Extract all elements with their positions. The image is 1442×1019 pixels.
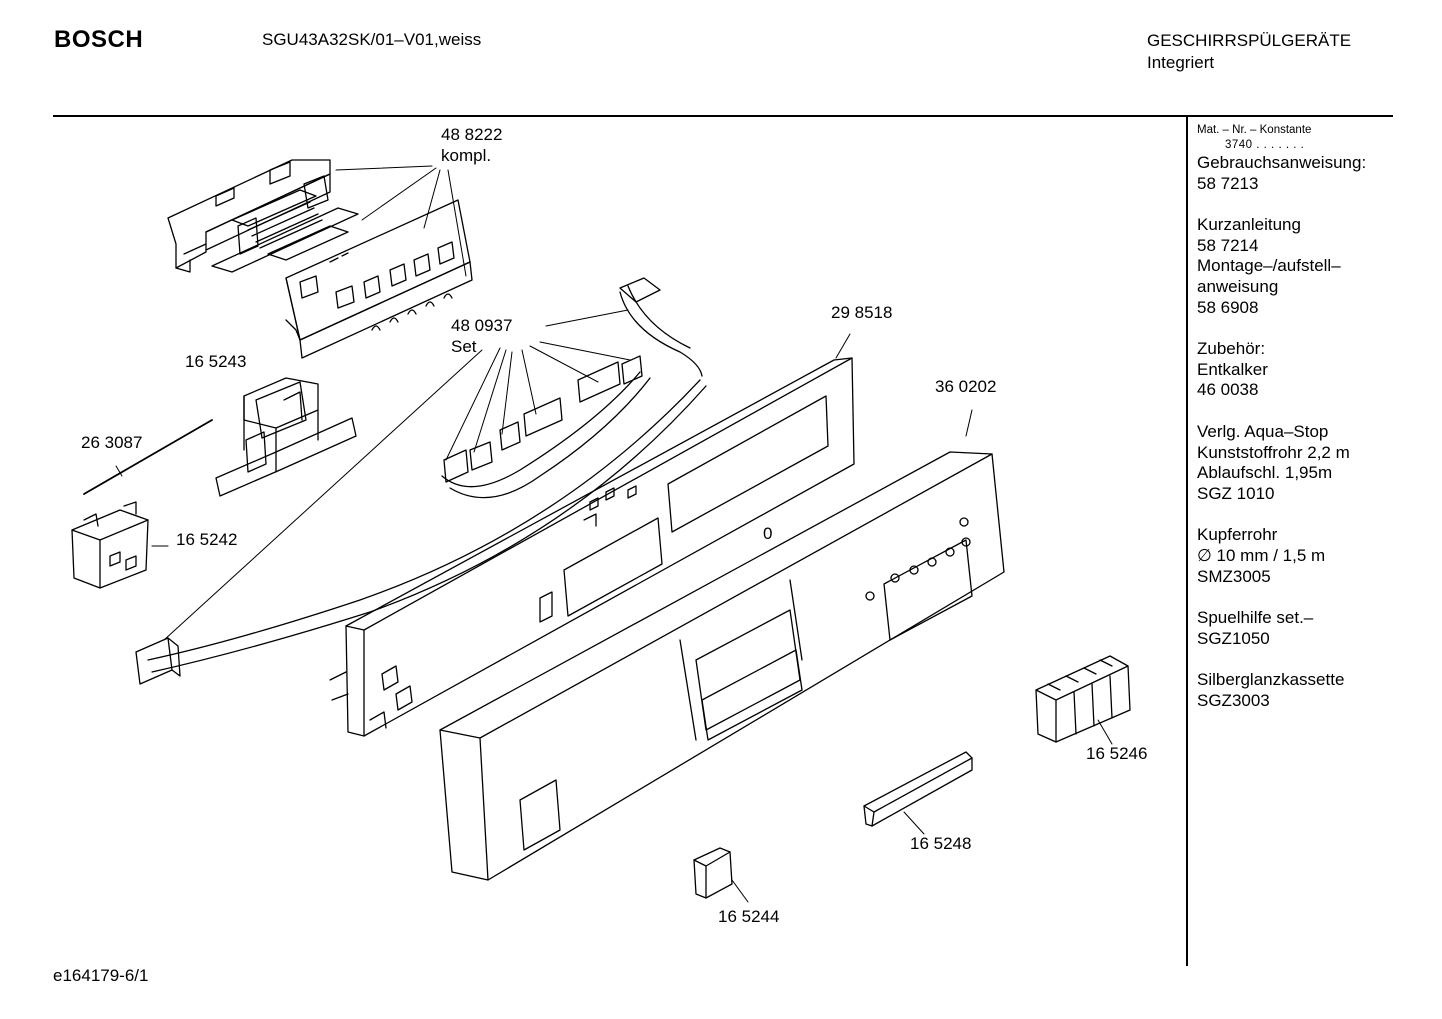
part-label-165244: 16 5244 [718,907,780,926]
sidebar-line: Montage–/aufstell– [1197,256,1341,276]
wiring-harness [135,277,707,685]
sidebar-line: 58 7214 [1197,235,1259,255]
sidebar-line: Kupferrohr [1197,525,1278,545]
sidebar-line: Zubehör: [1197,339,1266,359]
drawing-id: e164179-6/1 [53,966,149,985]
part-label-488222: 48 8222 [441,125,503,144]
sidebar-line: 58 7213 [1197,173,1259,193]
sidebar-spacer [1197,401,1392,422]
sidebar-line: Ablaufschl. 1,95m [1197,463,1333,483]
part-label-298518: 29 8518 [831,303,893,322]
sidebar-line: Kurzanleitung [1197,215,1301,235]
shaft-part [83,419,213,495]
sidebar-line: SGZ3003 [1197,690,1270,710]
strip-part [863,751,973,827]
switch-part [71,501,149,589]
category-subtitle: Integriert [1147,53,1215,72]
sidebar-line: Spuelhilfe set.– [1197,608,1314,628]
sidebar-spacer [1197,587,1392,608]
panel-zero-mark: 0 [763,524,773,543]
bracket-part [215,377,357,497]
sidebar-line: Gebrauchsanweisung: [1197,153,1367,172]
product-category: GESCHIRRSPÜLGERÄTE Integriert [1147,30,1351,74]
mat-nr-value: 3740 . . . . . . . [1225,139,1305,151]
leader-lines [115,165,1113,903]
sidebar-spacer [1197,318,1392,339]
part-label-165243: 16 5243 [185,352,247,371]
part-note-kompl: kompl. [441,146,492,165]
sidebar-line: 58 6908 [1197,297,1259,317]
brand-logo: BOSCH [54,26,144,53]
knob-part [693,847,733,899]
button-set-part [1035,655,1131,743]
sidebar-line: SGZ1050 [1197,628,1270,648]
sidebar-line: Entkalker [1197,359,1268,379]
sidebar-spacer [1197,649,1392,670]
sidebar-line: anweisung [1197,276,1279,296]
accessory-sidebar: Mat. – Nr. – Konstante 3740 . . . . . . … [1197,123,1392,711]
exploded-parts-drawing [71,159,1131,903]
model-number: SGU43A32SK/01–V01,weiss [262,30,482,49]
sidebar-spacer [1197,504,1392,525]
sidebar-line: Silberglanzkassette [1197,670,1345,690]
sidebar-line: SMZ3005 [1197,566,1271,586]
part-label-165248: 16 5248 [910,834,972,853]
category-title: GESCHIRRSPÜLGERÄTE [1147,31,1352,50]
sidebar-line: SGZ 1010 [1197,483,1275,503]
part-label-165246: 16 5246 [1086,744,1148,763]
sidebar-line: Verlg. Aqua–Stop [1197,421,1329,441]
front-panel [439,451,1005,881]
control-module-assembly [167,159,473,359]
part-label-263087: 26 3087 [81,433,143,452]
sidebar-line: 46 0038 [1197,380,1259,400]
part-label-360202: 36 0202 [935,377,997,396]
inner-panel [329,357,855,737]
sidebar-divider [1186,117,1188,966]
part-label-165242: 16 5242 [176,530,238,549]
sidebar-line: ∅ 10 mm / 1,5 m [1197,545,1326,565]
mat-nr-label: Mat. – Nr. – Konstante [1197,124,1312,136]
part-label-480937: 48 0937 [451,316,513,335]
part-note-set: Set [451,337,477,356]
header-divider [53,115,1393,117]
sidebar-line: Kunststoffrohr 2,2 m [1197,442,1350,462]
sidebar-spacer [1197,194,1392,215]
